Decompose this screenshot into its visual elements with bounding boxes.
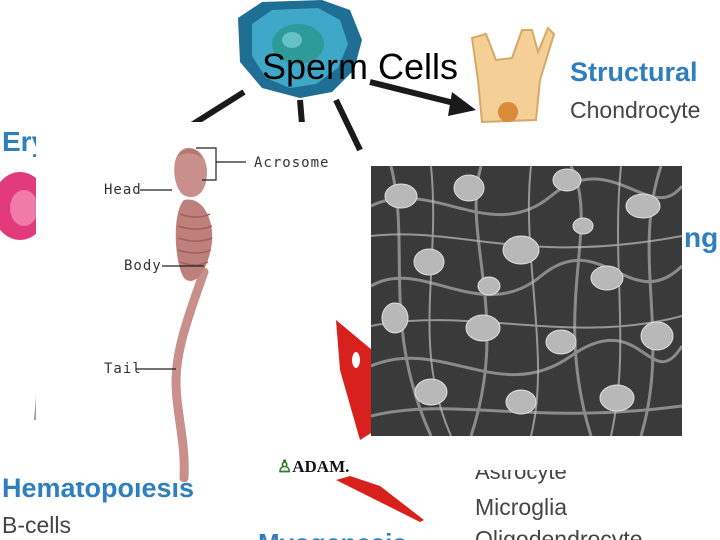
- ng-fragment-label: ng: [684, 222, 719, 253]
- acrosome-label: Acrosome: [254, 155, 330, 171]
- b-cells-label: B-cells: [2, 512, 72, 538]
- arrows: [188, 79, 459, 152]
- myogenesis-fragment-label: Myogenesis: [258, 528, 407, 540]
- structural-label: Structural: [570, 57, 698, 87]
- sperm-anatomy-diagram: Acrosome Head Body Tail: [36, 122, 336, 483]
- adam-credit-logo: ♙ADAM.: [277, 457, 349, 477]
- sperm-illustration: [136, 147, 246, 483]
- stem-cell-illustration: [238, 0, 362, 98]
- sperm-micrograph-image: [371, 166, 682, 436]
- erythrocyte-illustration: [0, 172, 48, 240]
- adam-figure-icon: ♙: [277, 457, 293, 476]
- chondrocyte-illustration: [470, 26, 556, 124]
- slide-title: Sperm Cells: [261, 46, 459, 87]
- chondrocyte-label: Chondrocyte: [570, 97, 701, 123]
- micrograph-texture: [371, 166, 682, 436]
- microglia-label: Microglia: [475, 494, 568, 520]
- arrow-head: [448, 92, 476, 116]
- myocyte-illustration: [336, 320, 424, 522]
- tail-label: Tail: [104, 361, 142, 377]
- head-label: Head: [104, 182, 142, 198]
- astrocyte-fragment-label: Astrocyte: [475, 470, 567, 484]
- body-label: Body: [124, 258, 162, 274]
- adam-credit-text: ADAM.: [292, 457, 350, 476]
- oligodendrocyte-fragment-label: Oligodendrocyte: [475, 526, 643, 540]
